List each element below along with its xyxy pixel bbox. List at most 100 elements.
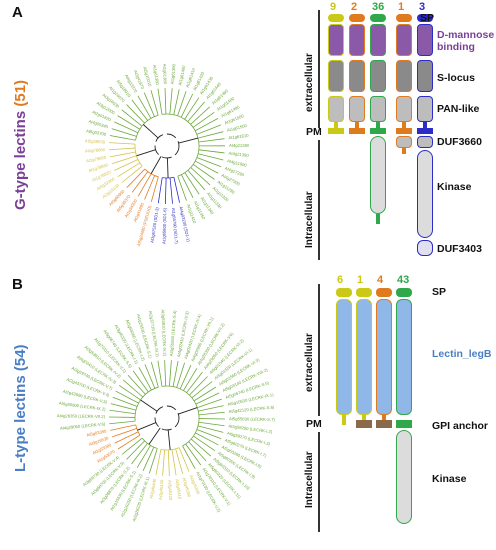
- panel-b-branch-1: [164, 360, 167, 387]
- panel-a-branch-39: [109, 147, 136, 151]
- panel-b-clade-3-stem: [137, 422, 157, 431]
- panel-a-clade-0-stem: [178, 137, 199, 144]
- panel-a-leaf-label: At4g00340: [88, 119, 109, 130]
- panel-a-column-1-slocus: [349, 60, 365, 92]
- panel-a-column-4-dmannose: [417, 24, 433, 56]
- panel-a-leaf-label: At1g61410: [185, 67, 197, 88]
- label-d-mannose-binding: D-mannose binding: [437, 29, 495, 53]
- panel-b-column-2-lectin: [376, 299, 392, 415]
- panel-b-clade-1-stem: [167, 429, 171, 450]
- panel-b-leaf-label: At3g45390: [182, 477, 192, 499]
- panel-a-branch-31: [137, 173, 152, 197]
- panel-a-column-0-pan: [328, 96, 344, 122]
- extracellular-label: extracellular: [304, 333, 315, 392]
- panel-b-branch-25: [178, 447, 190, 472]
- panel-b-branch-36: [121, 437, 143, 455]
- panel-b-column-2-count: 4: [377, 274, 384, 286]
- panel-b-column-0-tail: [342, 415, 346, 425]
- panel-b-branch-48: [122, 379, 144, 398]
- panel-a-column-4-kinase: [417, 150, 433, 238]
- panel-b-column-1-stalk: [362, 415, 366, 421]
- panel-b-leaf-label: At5g55830 (LECRK-S.7): [229, 416, 276, 422]
- panel-b-leaf-label: At3g45430: [158, 479, 165, 500]
- panel-a-column-0-count: 9: [330, 1, 337, 13]
- panel-b-leaf-label: At3g16530: [88, 435, 109, 447]
- panel-b-column-2-stalk: [382, 415, 386, 421]
- panel-b-leaf-label: At4g29050 (LECRK-V.6): [60, 421, 106, 431]
- panel-a-column-4-sp: [417, 14, 433, 22]
- panel-a-branch-46: [126, 104, 145, 124]
- panel-b-branch-9: [191, 381, 213, 399]
- intracellular-bracket: [318, 432, 320, 532]
- panel-a-leaf-label: At1g61390: [170, 63, 177, 84]
- label-kinase: Kinase: [432, 473, 467, 485]
- panel-b-leaf-label: At5g03350: [86, 428, 108, 437]
- panel-b-column-0-lectin: [336, 299, 352, 415]
- panel-b-leaf-label: At3g53810 (LECRK-IV.2): [160, 309, 167, 356]
- panel-a-branch-6: [184, 97, 200, 120]
- panel-a-branch-27: [164, 177, 167, 204]
- panel-a-tree-root: [154, 133, 180, 159]
- panel-a-column-4-pm: [417, 128, 433, 134]
- panel-b-title-count: (54): [12, 344, 29, 372]
- panel-b-branch-7: [186, 371, 203, 393]
- panel-a-leaf-label: At1g78830: [88, 162, 109, 173]
- panel-b-branch-45: [112, 396, 138, 407]
- panel-a-leaf-label: At4g21380: [229, 143, 250, 148]
- panel-b-branch-53: [150, 362, 159, 388]
- panel-b-branch-32: [142, 446, 155, 472]
- panel-b-branch-4: [176, 362, 185, 388]
- panel-b-branch-44: [110, 403, 137, 411]
- panel-a-branch-41: [109, 135, 136, 141]
- panel-b-column-3-pm: [396, 420, 412, 428]
- panel-a-leaf-label: At1g65800 (SD1-6): [161, 207, 167, 244]
- panel-a-column-2-dmannose: [370, 24, 386, 56]
- panel-a-column-4-count: 3: [419, 1, 426, 13]
- panel-a-clade-2-stem: [150, 156, 162, 174]
- panel-a-column-2-count: 36: [372, 1, 385, 13]
- panel-a-branch-3: [173, 89, 180, 115]
- panel-a-branch-12: [197, 131, 224, 139]
- panel-b-column-3-kinase: [396, 430, 412, 524]
- panel-a-column-2-tail: [376, 214, 380, 224]
- panel-a-leaf-label: At1g61380: [162, 64, 168, 85]
- panel-a-branch-36: [114, 159, 139, 171]
- panel-a-branch-43: [114, 121, 139, 134]
- label-sp: SP: [432, 286, 447, 298]
- panel-a-leaf-label: At1g65790 (SD1-7): [171, 207, 179, 244]
- panel-a-leaf-label: At1g11410: [186, 203, 198, 224]
- panel-a-column-3-pan: [396, 96, 412, 122]
- panel-a-column-3-duf3660: [396, 136, 412, 148]
- panel-a-branch-13: [198, 138, 225, 143]
- panel-a-branch-28: [157, 177, 163, 204]
- panel-a-branch-29: [150, 176, 159, 202]
- panel-b-branch-38: [114, 431, 139, 444]
- panel-a-column-3-sp: [396, 14, 412, 22]
- panel-b-branch-5: [179, 364, 192, 390]
- panel-a-leaf-label: At1g78850: [86, 155, 107, 164]
- panel-a-column-2-sp: [370, 14, 386, 22]
- panel-b-column-0-sp: [336, 288, 352, 297]
- panel-a-branch-10: [194, 118, 219, 132]
- panel-b-branch-43: [109, 409, 136, 415]
- panel-a-branch-20: [190, 167, 211, 186]
- panel-b-title-text: L-type lectins: [12, 375, 29, 472]
- panel-a-column-4-slocus: [417, 60, 433, 92]
- panel-a-column-4-pan: [417, 96, 433, 122]
- panel-a-title-count: (51): [12, 79, 29, 107]
- panel-a-branch-18: [195, 160, 219, 174]
- panel-b-branch-51: [138, 367, 152, 391]
- panel-b-branch-33: [136, 445, 151, 468]
- panel-b-column-3-count: 43: [397, 274, 410, 286]
- label-gpi-anchor: GPI anchor: [432, 420, 489, 432]
- panel-a-branch-49: [143, 92, 155, 117]
- panel-b-branch-10: [193, 386, 217, 402]
- panel-b-column-3-sp: [396, 288, 412, 297]
- panel-a-column-2-pan: [370, 96, 386, 122]
- panel-b-branch-29: [162, 449, 165, 476]
- label-s-locus: S-locus: [437, 72, 475, 84]
- panel-a-branch-26: [169, 177, 173, 204]
- panel-b-branch-37: [117, 434, 141, 450]
- panel-a-branch-19: [192, 164, 215, 180]
